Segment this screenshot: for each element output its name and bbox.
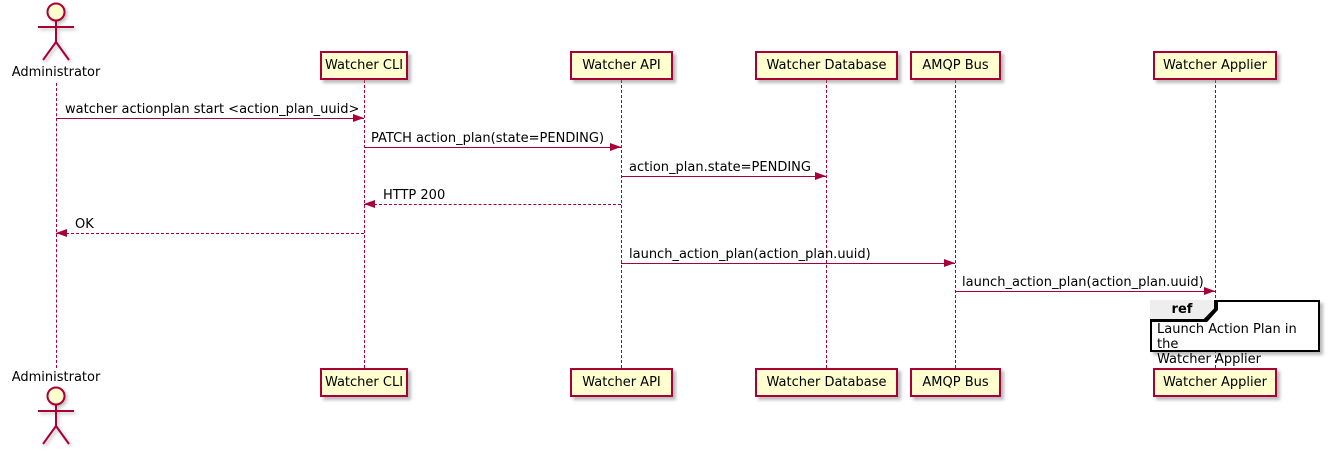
participant-watcher-database-bottom: Watcher Database bbox=[755, 368, 898, 397]
participant-label: Watcher Applier bbox=[1163, 58, 1267, 73]
participant-amqp-bus-top: AMQP Bus bbox=[910, 51, 1001, 80]
arrowhead-right-icon bbox=[610, 143, 621, 151]
message-line-5 bbox=[56, 233, 364, 234]
message-label-3: action_plan.state=PENDING bbox=[629, 160, 811, 175]
participant-label: Watcher API bbox=[582, 58, 661, 73]
arrowhead-right-icon bbox=[944, 259, 955, 267]
arrowhead-left-icon bbox=[56, 229, 67, 237]
message-label-5: OK bbox=[75, 217, 94, 232]
message-label-2: PATCH action_plan(state=PENDING) bbox=[371, 131, 605, 146]
actor-label-administrator-top: Administrator bbox=[11, 65, 101, 80]
arrowhead-right-icon bbox=[815, 172, 826, 180]
message-line-4 bbox=[364, 204, 621, 205]
participant-label: Watcher Database bbox=[766, 58, 887, 73]
participant-watcher-applier-top: Watcher Applier bbox=[1153, 51, 1277, 80]
participant-watcher-applier-bottom: Watcher Applier bbox=[1153, 368, 1277, 397]
participant-label: Watcher CLI bbox=[324, 58, 404, 73]
ref-keyword: ref bbox=[1150, 300, 1214, 319]
ref-text-line-2: Watcher Applier bbox=[1157, 352, 1261, 367]
message-line-3 bbox=[621, 176, 826, 177]
participant-label: AMQP Bus bbox=[922, 375, 989, 390]
lifeline-watcher-cli bbox=[364, 80, 365, 368]
message-line-7 bbox=[955, 291, 1215, 292]
participant-label: Watcher CLI bbox=[324, 375, 404, 390]
participant-amqp-bus-bottom: AMQP Bus bbox=[910, 368, 1001, 397]
participant-label: Watcher Applier bbox=[1163, 375, 1267, 390]
message-line-1 bbox=[56, 118, 364, 119]
participant-watcher-database-top: Watcher Database bbox=[755, 51, 898, 80]
ref-text: Launch Action Plan in the Watcher Applie… bbox=[1157, 322, 1318, 367]
lifeline-amqp-bus bbox=[955, 80, 956, 368]
actor-label-administrator-bottom: Administrator bbox=[11, 370, 101, 385]
actor-stick-figure-icon bbox=[38, 386, 74, 445]
participant-label: Watcher API bbox=[582, 375, 661, 390]
lifeline-watcher-applier bbox=[1215, 80, 1216, 368]
message-line-2 bbox=[364, 147, 621, 148]
participant-watcher-api-bottom: Watcher API bbox=[570, 368, 673, 397]
participant-watcher-api-top: Watcher API bbox=[570, 51, 673, 80]
arrowhead-right-icon bbox=[353, 114, 364, 122]
lifeline-watcher-api bbox=[621, 80, 622, 368]
lifeline-watcher-database bbox=[826, 80, 827, 368]
ref-text-line-1: Launch Action Plan in the bbox=[1157, 322, 1297, 352]
participant-label: Watcher Database bbox=[766, 375, 887, 390]
participant-watcher-cli-bottom: Watcher CLI bbox=[320, 368, 408, 397]
ref-fragment: ref Launch Action Plan in the Watcher Ap… bbox=[1150, 300, 1320, 367]
arrowhead-right-icon bbox=[1204, 287, 1215, 295]
message-line-6 bbox=[621, 263, 955, 264]
message-label-1: watcher actionplan start <action_plan_uu… bbox=[65, 102, 360, 117]
message-label-6: launch_action_plan(action_plan.uuid) bbox=[629, 247, 871, 262]
ref-tab: ref bbox=[1150, 300, 1218, 322]
actor-stick-figure-icon bbox=[38, 2, 74, 61]
participant-watcher-cli-top: Watcher CLI bbox=[320, 51, 408, 80]
lifeline-administrator bbox=[56, 83, 57, 368]
message-label-7: launch_action_plan(action_plan.uuid) bbox=[962, 275, 1204, 290]
participant-label: AMQP Bus bbox=[922, 58, 989, 73]
message-label-4: HTTP 200 bbox=[383, 188, 446, 203]
arrowhead-left-icon bbox=[364, 200, 375, 208]
